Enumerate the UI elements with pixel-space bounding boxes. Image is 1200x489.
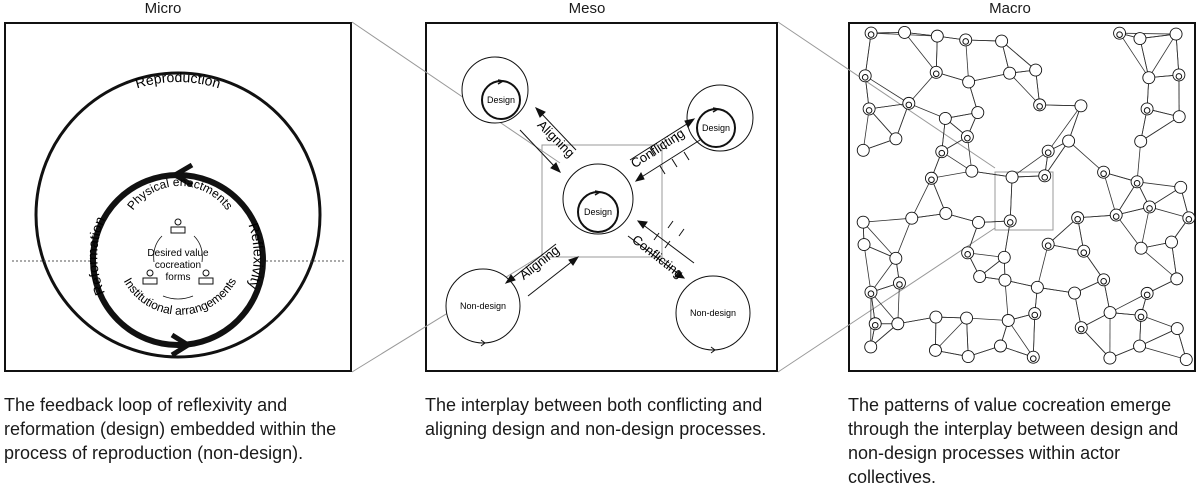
network-node — [857, 216, 869, 228]
network-node — [1104, 307, 1116, 319]
network-node — [1135, 242, 1147, 254]
network-edge — [1141, 117, 1180, 142]
network-edge — [863, 218, 912, 222]
network-node — [1134, 33, 1146, 45]
network-edge — [912, 178, 932, 218]
network-node — [857, 144, 869, 156]
network-node — [1004, 67, 1016, 79]
network-node — [961, 312, 973, 324]
network-edge — [1037, 244, 1048, 287]
network-node — [890, 133, 902, 145]
network-node — [1006, 171, 1018, 183]
network-node — [994, 340, 1006, 352]
network-edge — [1010, 177, 1012, 221]
network-node — [1104, 352, 1116, 364]
network-node — [1031, 281, 1043, 293]
network-node — [892, 318, 904, 330]
network-node — [930, 311, 942, 323]
network-edge — [935, 318, 966, 350]
network-edge — [1140, 346, 1187, 359]
network-node — [1135, 135, 1147, 147]
network-node — [890, 252, 902, 264]
network-node — [899, 26, 911, 38]
network-edge — [1010, 73, 1040, 105]
network-node — [1171, 273, 1183, 285]
network-edge — [1104, 172, 1117, 215]
network-edge — [865, 33, 871, 76]
network-edge — [1069, 141, 1104, 172]
network-node — [966, 165, 978, 177]
network-node — [1171, 323, 1183, 335]
network-node — [906, 212, 918, 224]
network-node — [931, 30, 943, 42]
network-edge — [1141, 248, 1177, 279]
network-node — [1075, 100, 1087, 112]
network-node — [974, 271, 986, 283]
network-node — [998, 251, 1010, 263]
network-edge — [896, 218, 912, 258]
macro-caption: The patterns of value cocreation emerge … — [848, 393, 1198, 489]
network-edge — [1149, 34, 1176, 78]
network-edge — [1002, 41, 1036, 70]
network-node — [1170, 28, 1182, 40]
network-node — [1165, 236, 1177, 248]
network-node — [865, 341, 877, 353]
network-edge — [1033, 314, 1035, 358]
network-edge — [1137, 182, 1181, 188]
network-node — [1173, 111, 1185, 123]
network-node — [1143, 72, 1155, 84]
network-node — [999, 274, 1011, 286]
network-node — [1134, 340, 1146, 352]
network-node — [1030, 64, 1042, 76]
network-node — [972, 107, 984, 119]
network-node — [858, 239, 870, 251]
network-node — [996, 35, 1008, 47]
network-node — [1063, 135, 1075, 147]
network-node — [939, 112, 951, 124]
network-edge — [865, 76, 909, 104]
network-node — [929, 344, 941, 356]
micro-caption: The feedback loop of reflexivity and ref… — [4, 393, 354, 465]
network-node — [1002, 314, 1014, 326]
meso-caption: The interplay between both conflicting a… — [425, 393, 775, 441]
network-node — [973, 216, 985, 228]
network-node — [1069, 287, 1081, 299]
network-node — [962, 351, 974, 363]
network-node — [1175, 181, 1187, 193]
network-node — [940, 207, 952, 219]
network-edge — [864, 245, 871, 293]
network-node — [963, 76, 975, 88]
network-edge — [1008, 320, 1033, 357]
network-node — [1180, 354, 1192, 366]
network-edge — [1120, 33, 1176, 34]
